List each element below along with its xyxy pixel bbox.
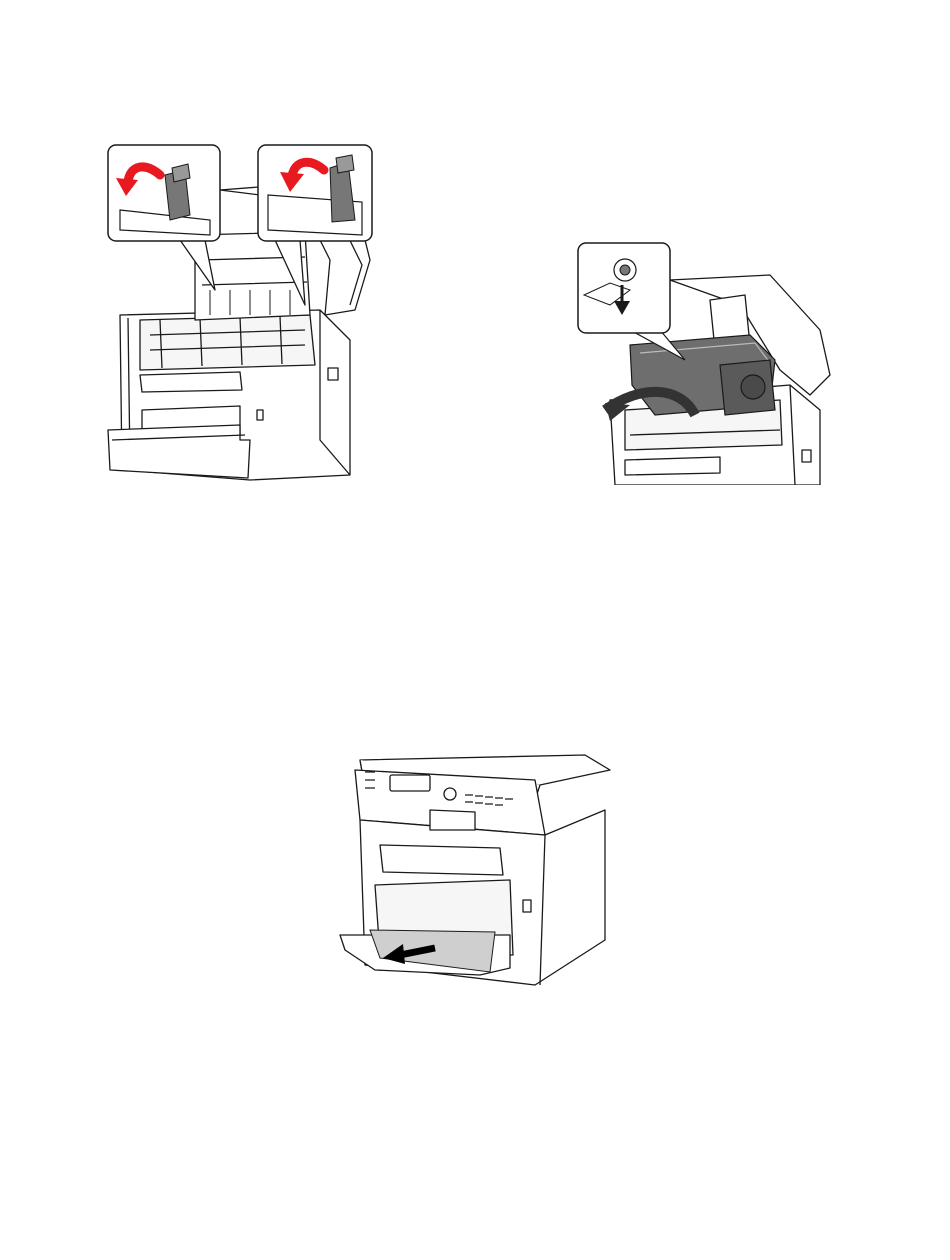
drum-cartridge xyxy=(630,335,775,415)
printer-remove-jammed-paper-illustration xyxy=(335,750,620,995)
fuser-levers-figure xyxy=(100,140,390,485)
callout-right xyxy=(258,145,372,241)
printer-fuser-levers-illustration xyxy=(100,140,390,485)
remove-paper-figure xyxy=(335,750,620,995)
printer-drum-cartridge-install-illustration xyxy=(570,235,855,485)
callout-drum xyxy=(578,243,685,360)
drum-cartridge-figure xyxy=(570,235,855,485)
callout-left xyxy=(108,145,220,241)
